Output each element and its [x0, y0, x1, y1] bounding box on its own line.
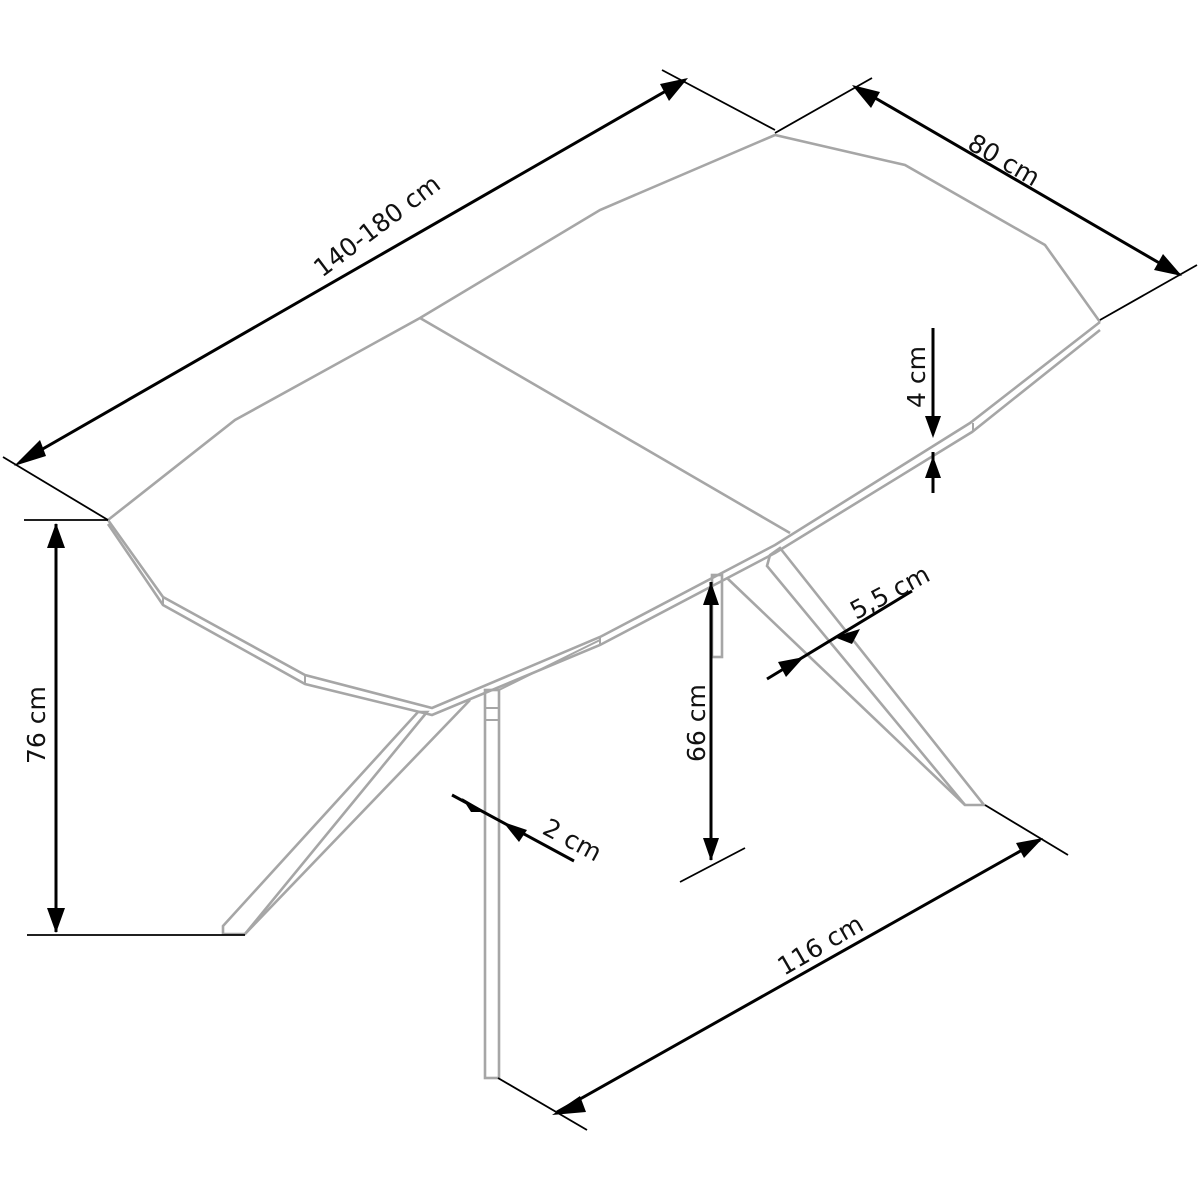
- dim-length-line: [19, 78, 686, 464]
- table-top: [106, 133, 1102, 717]
- dim-span-ext-right: [984, 804, 1069, 856]
- dim-leg-width: 5,5 cm: [766, 559, 935, 681]
- dim-length: 140-180 cm: [2, 69, 776, 521]
- leg-front-left-back-edge: [244, 699, 471, 935]
- leg-front-left: [221, 710, 430, 936]
- table-top-front-edge: [106, 320, 1101, 710]
- dim-thickness-label: 4 cm: [902, 346, 931, 408]
- dim-clearance-floor-mark: [679, 847, 746, 883]
- leg-center-vertical: [483, 688, 501, 1080]
- leg-right-back-edge: [726, 577, 966, 806]
- arrow-head-icon: [47, 523, 65, 548]
- extension-leaf-seam: [419, 316, 791, 535]
- dim-width-label: 80 cm: [963, 128, 1045, 192]
- arrow-head-icon: [1016, 838, 1043, 858]
- dim-width: 80 cm: [774, 77, 1198, 321]
- table-legs: [221, 546, 987, 1080]
- dim-length-label: 140-180 cm: [308, 169, 446, 283]
- arrow-head-icon: [925, 456, 941, 478]
- dim-width-ext-left: [774, 77, 873, 134]
- arrow-head-icon: [462, 798, 486, 812]
- dim-length-ext-left: [2, 456, 109, 521]
- arrow-head-icon: [660, 78, 688, 101]
- leg-right: [765, 546, 987, 807]
- dim-leg-thickness: 2 cm: [451, 793, 606, 867]
- dim-span-line: [556, 838, 1041, 1114]
- dim-leg-width-label: 5,5 cm: [845, 559, 934, 625]
- dim-width-ext-right: [1099, 264, 1198, 321]
- arrow-head-icon: [552, 1096, 586, 1115]
- arrow-head-icon: [778, 657, 804, 677]
- arrow-head-icon: [14, 440, 46, 466]
- arrow-head-icon: [1154, 254, 1182, 276]
- arrow-head-icon: [925, 416, 941, 438]
- dim-length-ext-right: [661, 69, 776, 131]
- arrow-head-icon: [703, 838, 719, 861]
- arrow-head-icon: [503, 822, 527, 842]
- leg-center-brace: [498, 639, 601, 691]
- arrow-head-icon: [47, 908, 65, 933]
- dim-clearance-height: 66 cm: [679, 582, 746, 883]
- dim-width-line: [857, 86, 1181, 277]
- table-top-outline: [107, 133, 1102, 522]
- arrow-head-icon: [703, 582, 719, 605]
- table-top-thickness-edge: [106, 328, 1101, 717]
- dim-height-label: 76 cm: [22, 686, 51, 764]
- arrow-head-icon: [852, 85, 880, 108]
- dim-top-thickness: 4 cm: [902, 328, 941, 493]
- leg-rear-stub: [710, 573, 724, 659]
- arrow-head-icon: [834, 629, 860, 644]
- dim-clearance-label: 66 cm: [682, 684, 711, 762]
- dim-total-height: 76 cm: [22, 519, 245, 936]
- dim-span-ext-left: [497, 1077, 588, 1131]
